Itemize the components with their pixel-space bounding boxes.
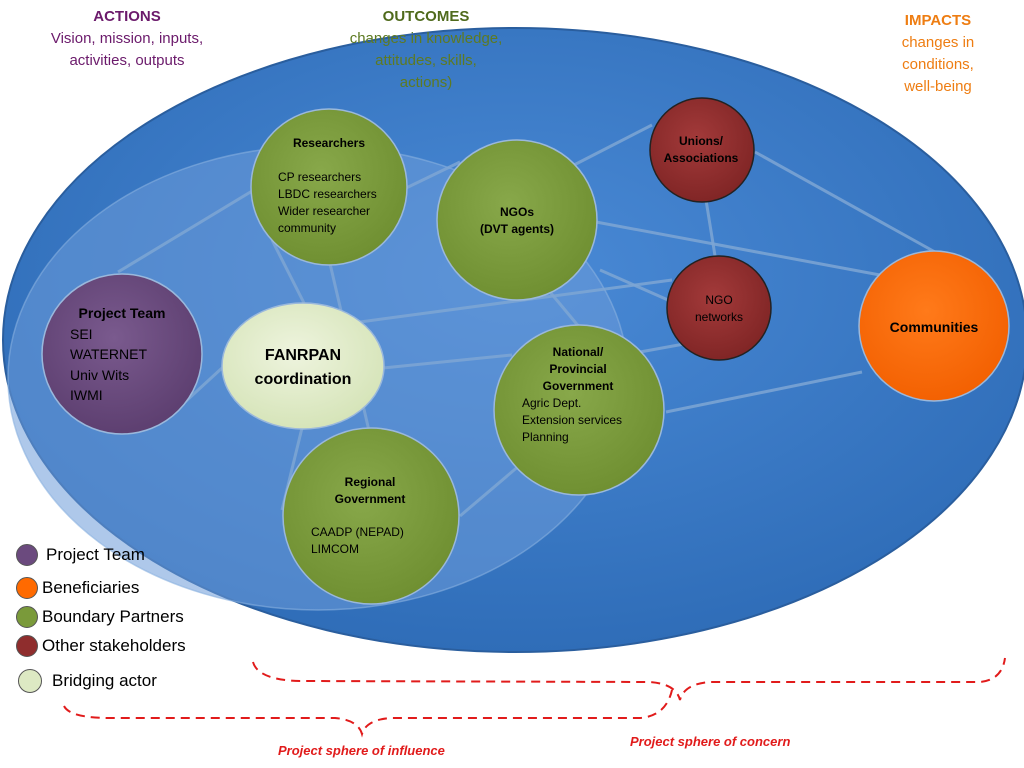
- researchers-item: community: [278, 221, 336, 235]
- national-government-node: [493, 324, 665, 496]
- legend-label: Other stakeholders: [42, 636, 186, 655]
- unions-title-line: Unions/: [679, 134, 724, 148]
- project-team-item: IWMI: [70, 387, 103, 403]
- connector-line: [459, 463, 521, 518]
- ngos-title-line: (DVT agents): [480, 222, 554, 236]
- connector-line: [639, 342, 685, 354]
- regional-title-line: Government: [335, 492, 406, 506]
- impacts-desc-line-2: conditions,: [902, 56, 974, 73]
- connector-line: [665, 370, 863, 414]
- ngo-networks-title-line: networks: [695, 310, 743, 324]
- national-item: Agric Dept.: [522, 396, 581, 410]
- outcomes-desc-line-3: actions): [399, 74, 453, 91]
- actions-desc-line-1: Vision, mission, inputs,: [50, 30, 204, 47]
- connector-line: [401, 160, 461, 192]
- legend-label: Beneficiaries: [42, 578, 140, 597]
- legend-item-project-team: Project Team: [16, 544, 145, 566]
- ngos-title-line: NGOs: [500, 205, 534, 219]
- connector-line: [754, 150, 936, 254]
- national-item: Extension services: [522, 413, 622, 427]
- connector-line: [573, 123, 653, 167]
- national-title-line: National/: [553, 345, 604, 359]
- impacts-desc-line-1: changes in: [901, 34, 975, 51]
- researchers-item: Wider researcher: [278, 204, 370, 218]
- researchers-title: Researchers: [293, 136, 365, 150]
- connector-line: [359, 278, 673, 324]
- unions-node: [649, 97, 755, 203]
- legend-dot: [16, 544, 38, 566]
- project-team-item: WATERNET: [70, 346, 147, 362]
- fanrpan-title-line: coordination: [255, 371, 352, 388]
- connector-line: [270, 239, 307, 306]
- ngos-node: [436, 139, 598, 301]
- connector-line: [183, 366, 224, 404]
- regional-government-node: [282, 427, 460, 605]
- legend-label: Project Team: [46, 545, 145, 564]
- outcomes-desc-line-2: attitudes, skills,: [375, 52, 477, 69]
- legend-item-boundary-partners: Boundary Partners: [16, 606, 184, 628]
- impacts-header: IMPACTS changes in conditions, well-bein…: [878, 10, 998, 98]
- sphere-of-influence-brace: [63, 689, 673, 738]
- regional-title-line: Regional: [345, 475, 396, 489]
- fanrpan-title-line: FANRPAN: [265, 347, 341, 364]
- fanrpan-node: [221, 302, 385, 430]
- legend-item-other-stakeholders: Other stakeholders: [16, 635, 186, 657]
- regional-item: CAADP (NEPAD): [311, 525, 404, 539]
- sphere-of-concern-label: Project sphere of concern: [630, 734, 791, 749]
- sphere-of-influence-label: Project sphere of influence: [278, 743, 445, 758]
- researchers-node: [250, 108, 408, 266]
- national-title-line: Government: [543, 379, 614, 393]
- unions-title-line: Associations: [664, 151, 739, 165]
- communities-node: [858, 250, 1010, 402]
- communities-title: Communities: [890, 319, 979, 335]
- outcomes-desc-line-1: changes in knowledge,: [349, 30, 503, 47]
- actions-desc-line-2: activities, outputs: [69, 52, 185, 69]
- researchers-item: LBDC researchers: [278, 187, 377, 201]
- outcomes-header: OUTCOMES changes in knowledge, attitudes…: [326, 6, 526, 94]
- project-team-item: Univ Wits: [70, 367, 129, 383]
- ngo-networks-node: [666, 255, 772, 361]
- legend-label: Bridging actor: [52, 671, 157, 690]
- national-title-line: Provincial: [549, 362, 606, 376]
- sphere-of-concern-brace: [252, 657, 1006, 701]
- legend-label: Boundary Partners: [42, 607, 184, 626]
- legend-item-beneficiaries: Beneficiaries: [16, 577, 139, 599]
- regional-item: LIMCOM: [311, 542, 359, 556]
- project-team-title: Project Team: [79, 305, 166, 321]
- actions-title: ACTIONS: [93, 8, 161, 25]
- connector-line: [595, 220, 881, 277]
- impacts-title: IMPACTS: [904, 12, 972, 29]
- connector-line: [382, 353, 513, 370]
- researchers-item: CP researchers: [278, 170, 361, 184]
- legend-dot: [16, 577, 38, 599]
- ngo-networks-title-line: NGO: [705, 293, 732, 307]
- national-item: Planning: [522, 430, 569, 444]
- outcomes-title: OUTCOMES: [382, 8, 470, 25]
- project-team-item: SEI: [70, 326, 93, 342]
- legend-dot: [16, 606, 38, 628]
- legend-dot: [18, 669, 42, 693]
- actions-header: ACTIONS Vision, mission, inputs, activit…: [22, 6, 232, 72]
- impacts-desc-line-3: well-being: [904, 78, 972, 95]
- connector-line: [599, 268, 669, 302]
- legend-dot: [16, 635, 38, 657]
- project-team-node: [41, 273, 203, 435]
- legend-item-bridging-actor: Bridging actor: [18, 669, 157, 693]
- connector-line: [704, 199, 718, 263]
- connector-line: [117, 183, 263, 274]
